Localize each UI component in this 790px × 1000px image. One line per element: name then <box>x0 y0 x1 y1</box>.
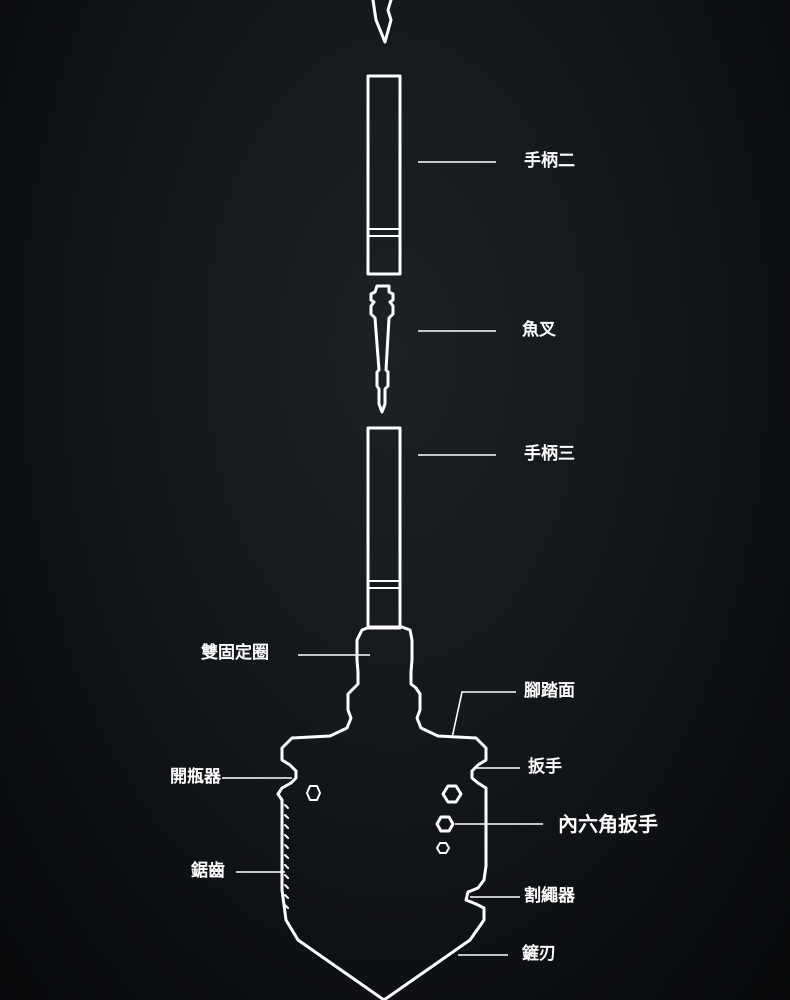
label-double-lock-ring: 雙固定圈 <box>201 643 269 663</box>
saw-teeth-marks <box>284 804 289 909</box>
label-fish-fork: 魚叉 <box>522 320 556 340</box>
hex-hole-small <box>436 842 450 854</box>
leader-foot-pedal <box>451 691 516 739</box>
shovel-blade-shape <box>276 625 488 1000</box>
label-foot-pedal: 腳踏面 <box>524 681 575 701</box>
label-bottle-opener: 開瓶器 <box>170 767 221 787</box>
label-saw-teeth: 鋸齒 <box>191 861 225 881</box>
handle-two-shape <box>366 74 402 276</box>
label-handle-2: 手柄二 <box>524 151 575 171</box>
handle-three-shape <box>366 426 402 630</box>
label-shovel-edge: 鏟刃 <box>522 944 556 964</box>
top-spike-tip <box>371 0 393 44</box>
hex-hole-medium <box>435 815 455 833</box>
hex-hole-large <box>441 784 463 804</box>
label-handle-3: 手柄三 <box>524 444 575 464</box>
fish-fork-shape <box>369 284 395 414</box>
hex-hole-left <box>306 785 321 801</box>
label-hex-wrench: 內六角扳手 <box>558 812 658 836</box>
label-wrench: 扳手 <box>528 757 562 777</box>
label-rope-cutter: 割繩器 <box>524 886 575 906</box>
